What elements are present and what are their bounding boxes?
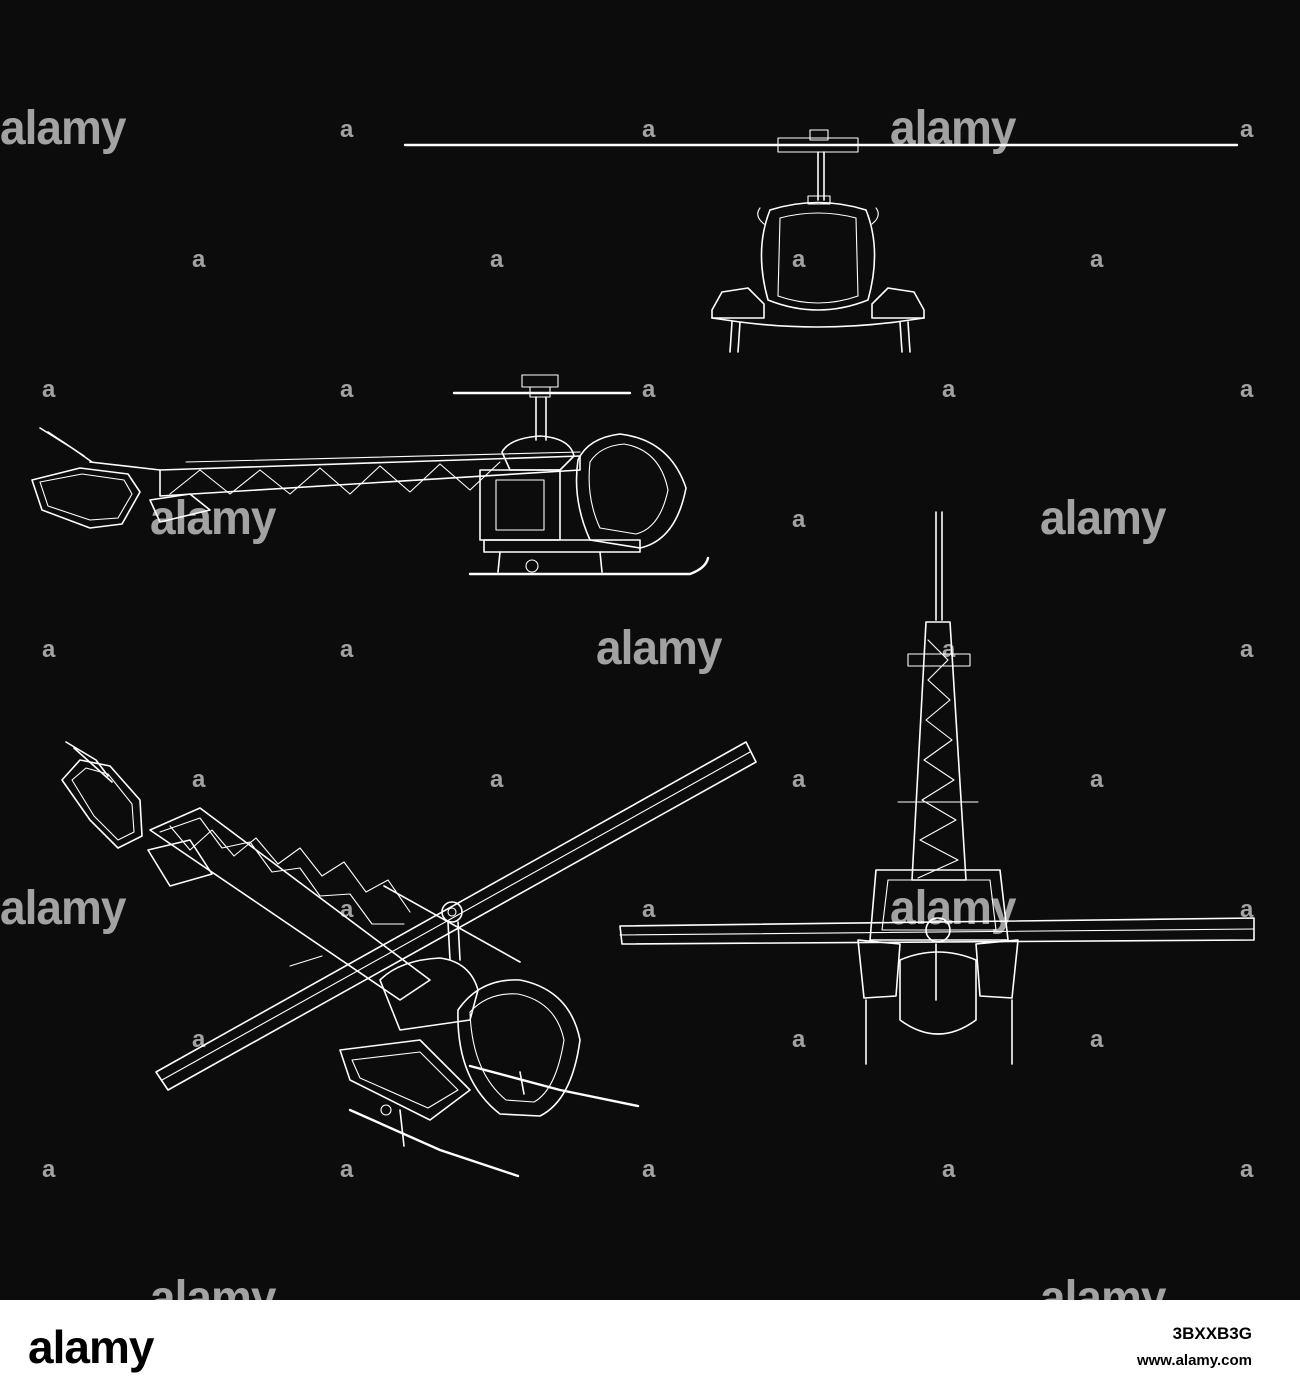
footer-url: www.alamy.com — [1136, 1352, 1252, 1369]
drawing-canvas — [31, 129, 1255, 1178]
helicopter-side-view — [31, 374, 710, 576]
footer-bar: alamy 3BXXB3G www.alamy.com — [0, 1300, 1300, 1390]
helicopter-top-view — [619, 511, 1255, 1065]
helicopter-perspective-view — [61, 741, 757, 1178]
helicopter-drawings — [31, 129, 1255, 1178]
helicopter-front-view — [403, 129, 1239, 353]
image-id: 3BXXB3G — [1172, 1324, 1252, 1343]
footer-logo: alamy — [28, 1321, 154, 1373]
